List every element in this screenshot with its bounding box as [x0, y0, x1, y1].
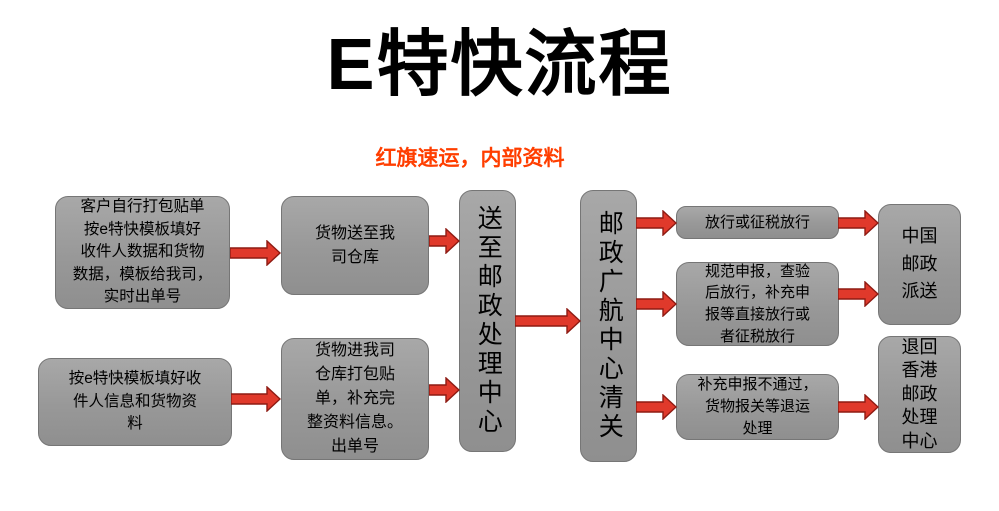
node-customer-pack: 客户自行打包贴单 按e特快模板填好 收件人数据和货物 数据，模板给我司， 实时出… [55, 196, 230, 309]
node-goods-into-warehouse: 货物进我司 仓库打包贴 单，补充完 整资料信息。 出单号 [281, 338, 429, 460]
node-declaration-fail: 补充申报不通过， 货物报关等退运 处理 [676, 374, 839, 440]
node-customs-clearance: 邮政广航中心清关 [580, 190, 637, 462]
right-arrow-icon [231, 386, 281, 412]
node-fill-template: 按e特快模板填好收 件人信息和货物资 料 [38, 358, 232, 446]
node-return-hongkong: 退回 香港 邮政 处理 中心 [878, 336, 961, 453]
right-arrow-icon [636, 210, 677, 236]
right-arrow-icon [429, 377, 460, 403]
node-postal-processing-center-text: 送至邮政处理中心 [474, 205, 503, 437]
right-arrow-icon [230, 240, 281, 266]
node-postal-processing-center: 送至邮政处理中心 [459, 190, 516, 452]
right-arrow-icon [838, 210, 879, 236]
right-arrow-icon [636, 291, 677, 317]
right-arrow-icon [636, 394, 677, 420]
node-goods-to-warehouse: 货物送至我 司仓库 [281, 196, 429, 295]
right-arrow-icon [515, 308, 581, 334]
node-standard-declaration: 规范申报，查验 后放行，补充申 报等直接放行或 者征税放行 [676, 262, 839, 346]
page-title: E特快流程 [326, 25, 673, 105]
right-arrow-icon [838, 281, 879, 307]
right-arrow-icon [838, 394, 879, 420]
page-subtitle: 红旗速运，内部资料 [375, 147, 565, 170]
node-release: 放行或征税放行 [676, 206, 839, 239]
node-china-post-delivery: 中国 邮政 派送 [878, 204, 961, 325]
right-arrow-icon [429, 228, 460, 254]
node-customs-clearance-text: 邮政广航中心清关 [595, 210, 624, 442]
